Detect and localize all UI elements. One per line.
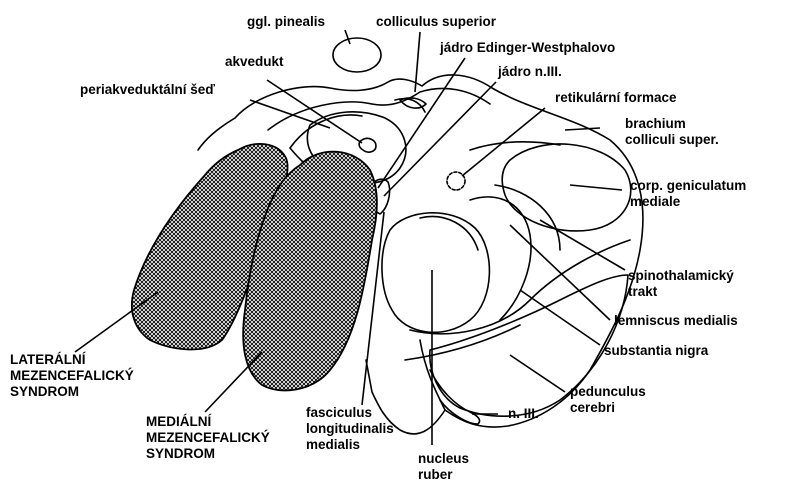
label-jadro-ew: jádro Edinger-Westphalovo <box>440 40 615 56</box>
corpus-geniculatum-mediale-shape <box>502 144 631 231</box>
label-akvedukt: akvedukt <box>225 54 284 70</box>
label-substantia-nigra: substantia nigra <box>604 343 708 359</box>
leader-spinothalamic <box>540 220 625 270</box>
label-colliculus-superior: colliculus superior <box>376 14 496 30</box>
leader-pedunculus <box>510 355 565 392</box>
brachium-colliculi-line <box>470 142 560 150</box>
leader-medial <box>205 352 262 412</box>
label-lemniscus: lemniscus medialis <box>614 313 738 329</box>
leader-jadro-ew <box>378 58 465 188</box>
label-periakveduktalni: periakveduktální šeď <box>80 82 215 98</box>
reticular-formation-circle <box>447 172 465 190</box>
nucleus-ruber-inner <box>420 217 478 250</box>
label-ggl-pinealis: ggl. pinealis <box>247 14 325 30</box>
label-jadro-n3: jádro n.III. <box>498 64 562 80</box>
nucleus-ruber-shape <box>382 213 489 333</box>
aqueduct-shape <box>359 138 376 152</box>
leader-brachium <box>565 128 600 130</box>
label-retikularni: retikulární formace <box>555 90 677 106</box>
pretectal-notch <box>400 98 426 108</box>
leader-lemniscus <box>510 225 610 320</box>
pedunculus-cerebri-shape <box>405 325 520 410</box>
leader-corp-geniculatum <box>570 185 622 190</box>
label-n3: n. III. <box>508 406 539 422</box>
colliculus-arch <box>268 88 490 130</box>
pineal-gland-shape <box>333 38 381 72</box>
leader-ggl-pinealis <box>345 30 350 44</box>
